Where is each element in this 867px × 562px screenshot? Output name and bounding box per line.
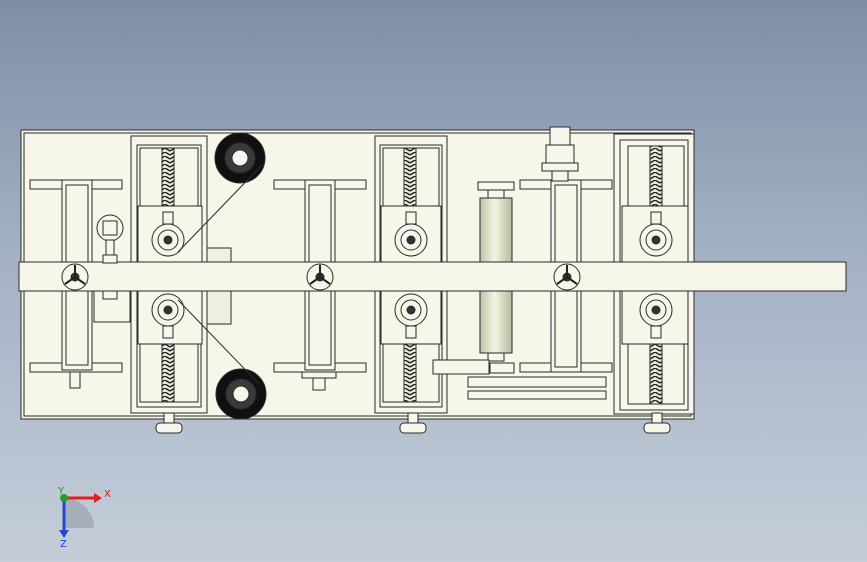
knob-left xyxy=(61,263,89,291)
coordinate-triad xyxy=(59,493,102,538)
knob-middle xyxy=(306,263,334,291)
drive-motor xyxy=(541,126,579,182)
tape-reel-bottom xyxy=(215,368,267,420)
knob-right xyxy=(553,263,581,291)
leveling-foot-2 xyxy=(399,412,427,434)
y-axis-label: Y xyxy=(57,486,65,497)
tape-reel-top xyxy=(214,132,266,184)
leveling-foot-3 xyxy=(643,412,671,434)
leveling-foot-1 xyxy=(155,412,183,434)
z-axis-label: Z xyxy=(60,539,67,550)
conveyor-belt xyxy=(18,261,847,292)
x-axis-label: X xyxy=(104,489,111,500)
